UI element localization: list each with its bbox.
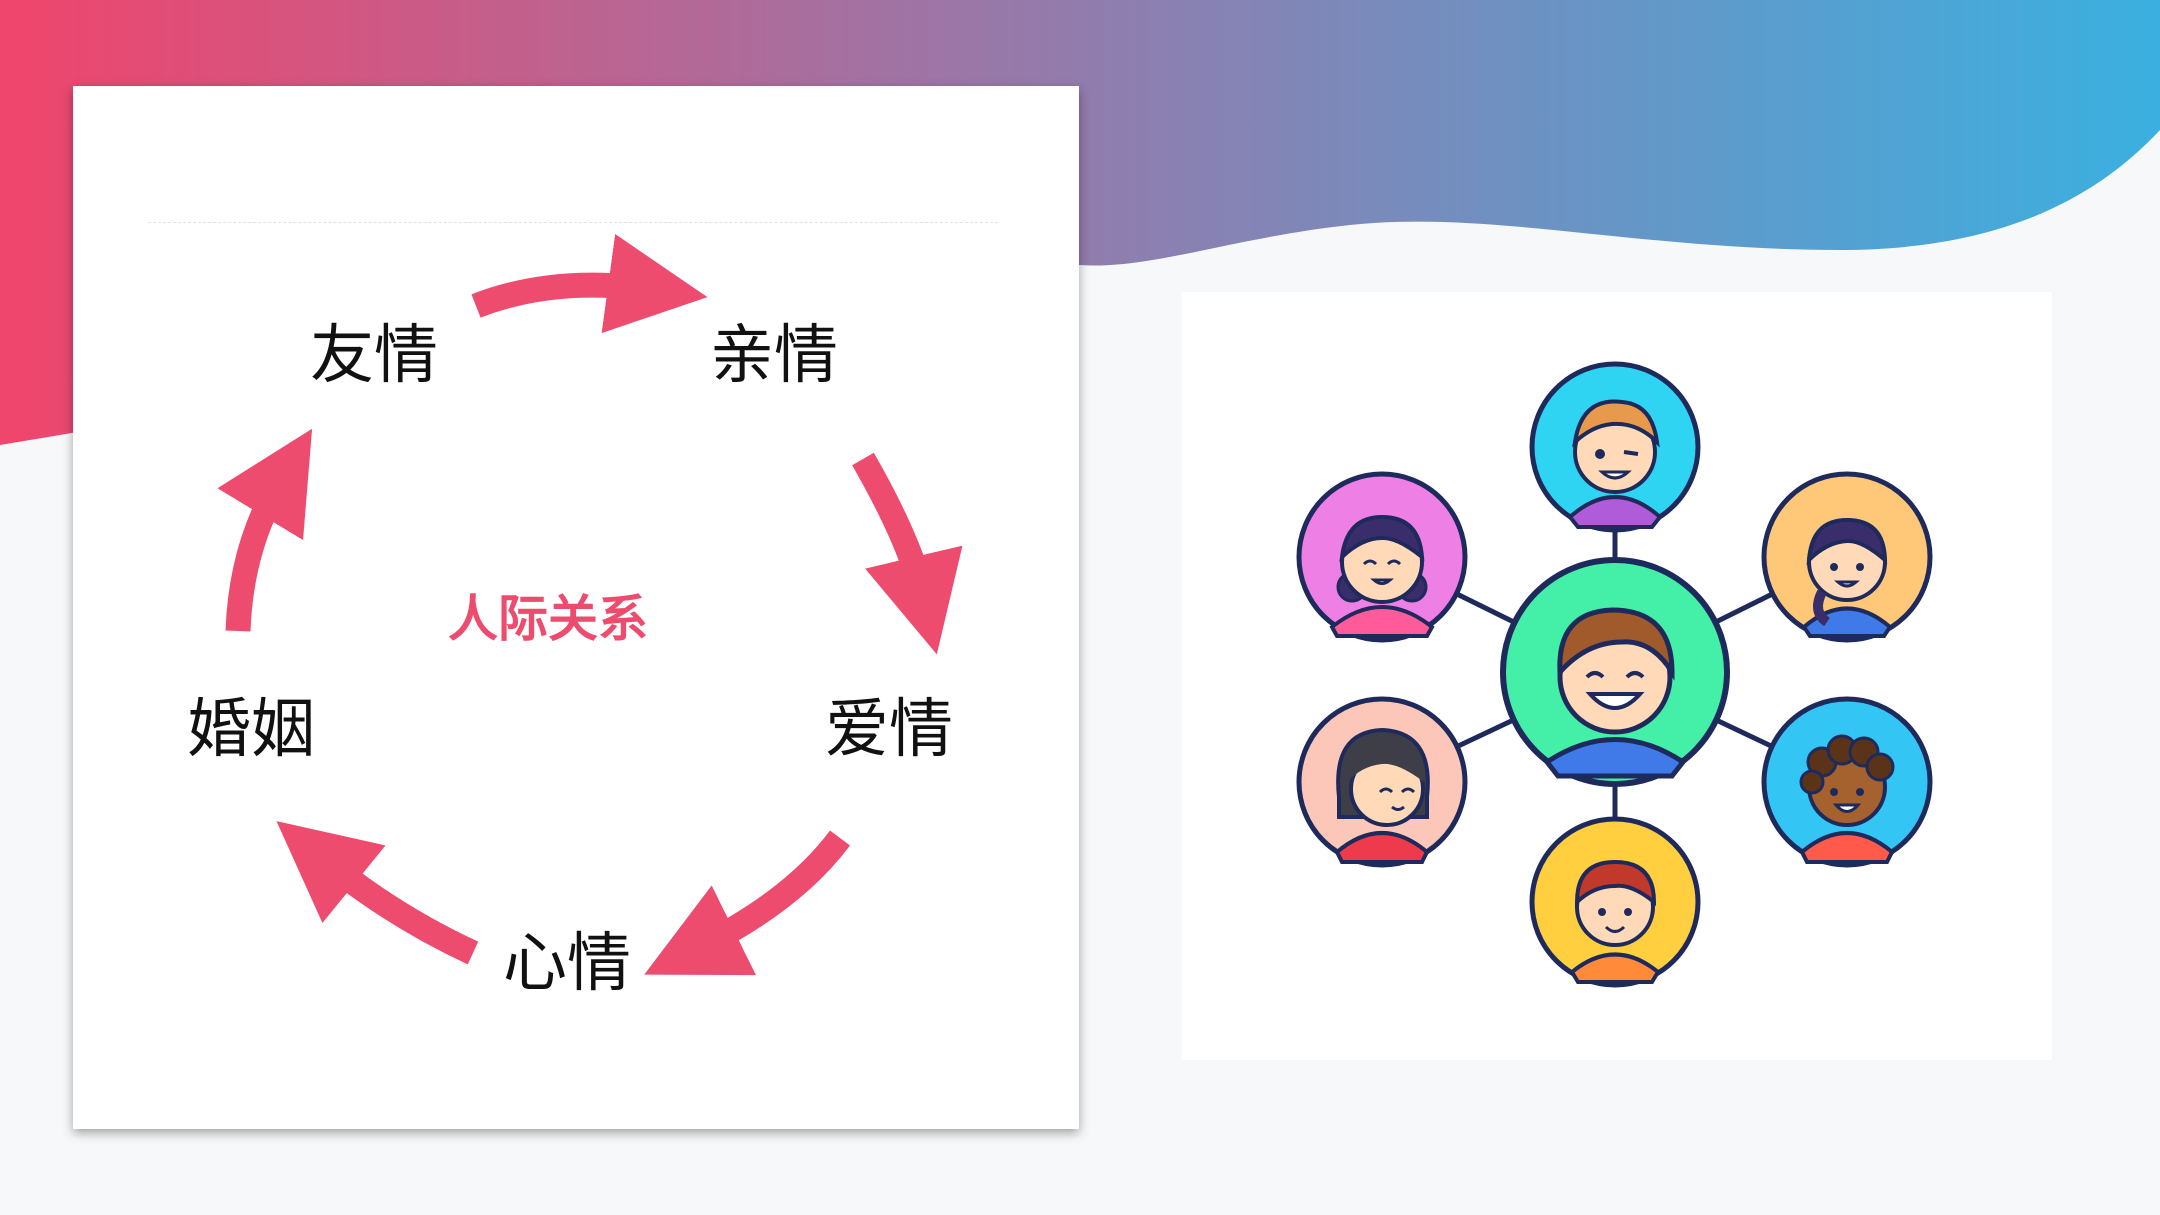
divider-line: [148, 222, 998, 223]
node-label-family: 亲情: [710, 319, 838, 393]
node-label-friendship: 友情: [310, 319, 438, 393]
arrow-friendship-to-family: [471, 234, 708, 334]
center-title: 人际关系: [448, 590, 648, 648]
illustration-card: [1182, 292, 2052, 1060]
node-label-marriage: 婚姻: [187, 693, 315, 767]
arrow-family-to-love: [852, 452, 963, 655]
social-network-people-icon: [1296, 361, 1933, 988]
avatar-center-boy-green: [1500, 557, 1730, 787]
avatar-boy-cyan: [1529, 361, 1701, 533]
avatar-boy-yellow: [1529, 816, 1701, 988]
node-label-love: 爱情: [825, 693, 953, 767]
arrow-mood-to-marriage: [276, 821, 479, 965]
relationship-cycle-card: 友情 亲情 爱情 心情 婚姻 人际关系: [73, 86, 1079, 1129]
arrow-marriage-to-friendship: [217, 428, 313, 632]
avatar-girl-pink: [1296, 471, 1468, 643]
avatar-girl-salmon: [1296, 696, 1468, 868]
node-label-mood: 心情: [503, 927, 631, 1001]
cycle-arrows: [217, 234, 963, 976]
arrow-love-to-mood: [644, 830, 851, 976]
avatar-girl-orange: [1761, 471, 1933, 643]
avatar-boy-blue-curly: [1761, 696, 1933, 868]
